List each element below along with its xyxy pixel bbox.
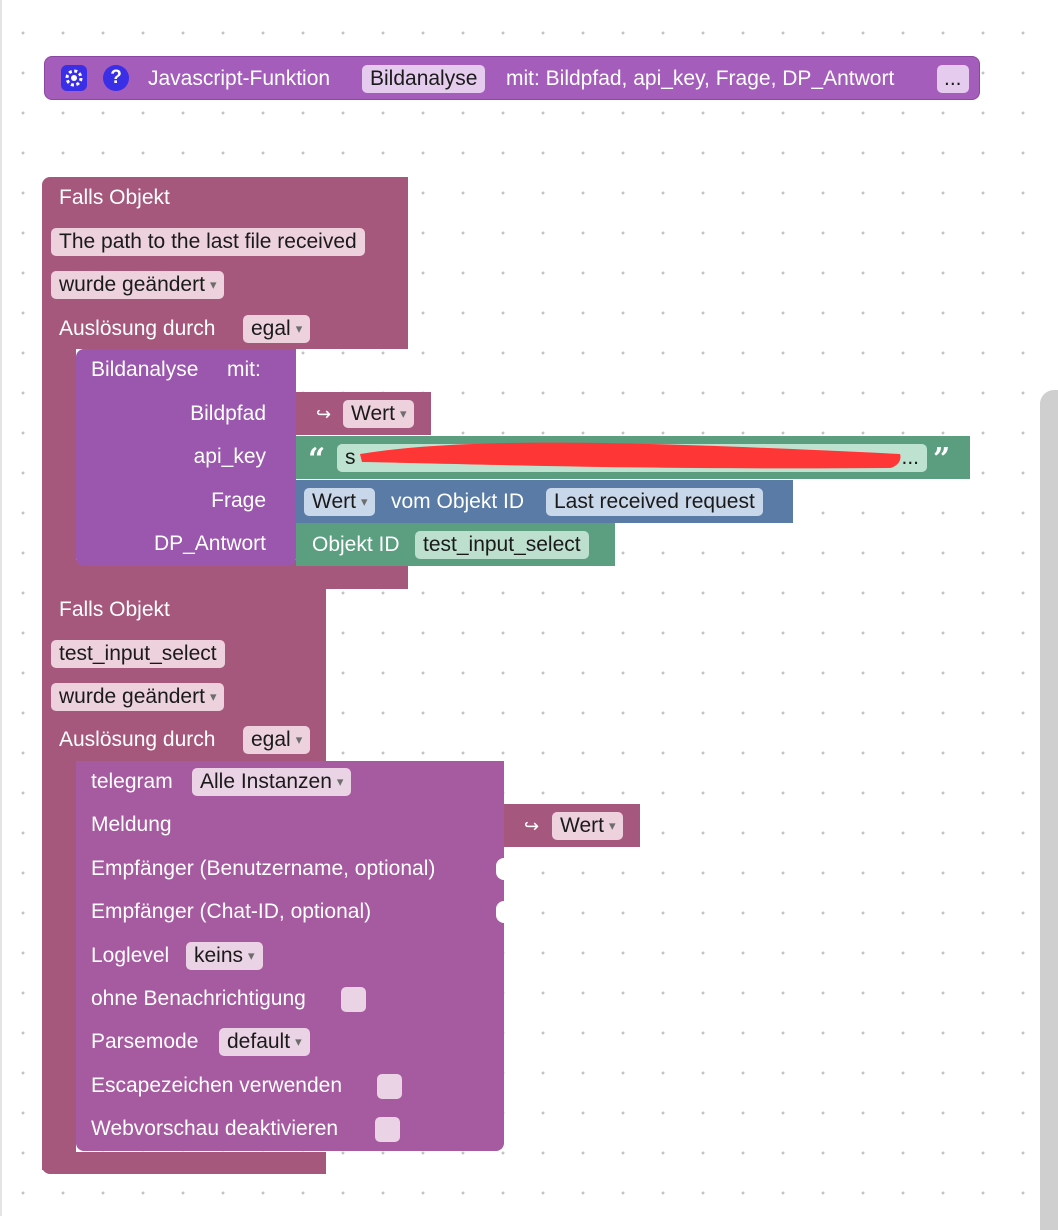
telegram-escape-checkbox[interactable] <box>377 1074 402 1099</box>
call-param-bildpfad: Bildpfad <box>190 402 266 425</box>
telegram-instance-dropdown[interactable]: Alle Instanzen <box>192 768 352 796</box>
workspace-left-border <box>0 0 2 1216</box>
call-param-dp-antwort: DP_Antwort <box>153 532 266 555</box>
dp-object-field[interactable]: test_input_select <box>415 531 589 559</box>
function-call-block[interactable] <box>76 349 296 566</box>
telegram-preview-label: Webvorschau deaktivieren <box>91 1117 339 1140</box>
message-value-block[interactable]: ↪ Wert <box>504 804 640 847</box>
trigger-2-label: Falls Objekt <box>59 598 170 621</box>
dp-objekt-id-label: Objekt ID <box>312 533 400 556</box>
trigger-block-1[interactable] <box>42 177 408 349</box>
trigger-1-condition-dropdown[interactable]: wurde geändert <box>51 271 225 299</box>
telegram-block[interactable] <box>76 761 504 1151</box>
bildpfad-value-dropdown[interactable]: Wert <box>343 400 415 428</box>
trigger-block-1-left-arm <box>42 340 76 590</box>
trigger-2-object-field[interactable]: test_input_select <box>51 640 225 668</box>
workspace-scrollbar[interactable] <box>1040 390 1058 1230</box>
telegram-silent-checkbox[interactable] <box>341 987 366 1012</box>
function-params-text: mit: Bildpfad, api_key, Frage, DP_Antwor… <box>506 67 895 90</box>
gear-icon[interactable] <box>61 65 87 91</box>
return-arrow-icon: ↪ <box>316 404 332 424</box>
trigger-block-2-bottom <box>42 1152 326 1174</box>
function-label: Javascript-Funktion <box>148 67 331 90</box>
call-title: Bildanalyse <box>91 358 199 381</box>
trigger-2-condition-dropdown[interactable]: wurde geändert <box>51 683 225 711</box>
bildpfad-value-block[interactable]: ↪ Wert <box>296 392 431 435</box>
trigger-2-trigger-label: Auslösung durch <box>59 728 216 751</box>
dp-antwort-object-block[interactable]: Objekt ID test_input_select <box>296 523 615 566</box>
telegram-silent-label: ohne Benachrichtigung <box>91 987 306 1010</box>
quote-close-icon: ” <box>933 442 951 477</box>
telegram-loglevel-dropdown[interactable]: keins <box>186 942 263 970</box>
api-key-start-text: s <box>345 446 356 469</box>
frage-from-label: vom Objekt ID <box>391 490 525 513</box>
trigger-1-trigger-label: Auslösung durch <box>59 317 216 340</box>
telegram-escape-label: Escapezeichen verwenden <box>91 1074 342 1097</box>
telegram-parsemode-dropdown[interactable]: default <box>219 1028 310 1056</box>
call-with-label: mit: <box>227 358 261 381</box>
telegram-label: telegram <box>91 770 173 793</box>
frage-value-dropdown[interactable]: Wert <box>304 488 376 516</box>
message-value-dropdown[interactable]: Wert <box>552 812 624 840</box>
telegram-message-label: Meldung <box>91 813 172 836</box>
trigger-2-trigger-dropdown[interactable]: egal <box>243 726 311 754</box>
trigger-1-object-field[interactable]: The path to the last file received <box>51 228 365 256</box>
telegram-parsemode-label: Parsemode <box>91 1030 199 1053</box>
trigger-block-2-left-arm <box>42 750 76 1170</box>
function-name-field[interactable]: Bildanalyse <box>362 65 486 93</box>
telegram-recipient-user-label: Empfänger (Benutzername, optional) <box>91 857 436 880</box>
call-param-api-key: api_key <box>193 445 266 468</box>
recipient-user-input-socket[interactable] <box>496 858 506 880</box>
frage-object-field[interactable]: Last received request <box>546 488 763 516</box>
help-icon[interactable]: ? <box>103 65 129 91</box>
trigger-1-trigger-dropdown[interactable]: egal <box>243 315 311 343</box>
telegram-loglevel-label: Loglevel <box>91 944 170 967</box>
quote-open-icon: “ <box>308 442 326 477</box>
function-more-button[interactable]: ... <box>937 65 969 93</box>
redaction-mark <box>360 442 901 469</box>
telegram-preview-checkbox[interactable] <box>375 1117 400 1142</box>
frage-getter-block[interactable]: Wert vom Objekt ID Last received request <box>296 480 793 523</box>
function-definition-block[interactable]: ? Javascript-Funktion Bildanalyse mit: B… <box>44 56 980 100</box>
telegram-recipient-chat-label: Empfänger (Chat-ID, optional) <box>91 900 372 923</box>
api-key-end-text: ... <box>901 446 919 469</box>
message-return-arrow-icon: ↪ <box>524 816 540 836</box>
trigger-1-label: Falls Objekt <box>59 186 170 209</box>
recipient-chat-input-socket[interactable] <box>496 901 506 923</box>
call-param-frage: Frage <box>211 489 266 512</box>
